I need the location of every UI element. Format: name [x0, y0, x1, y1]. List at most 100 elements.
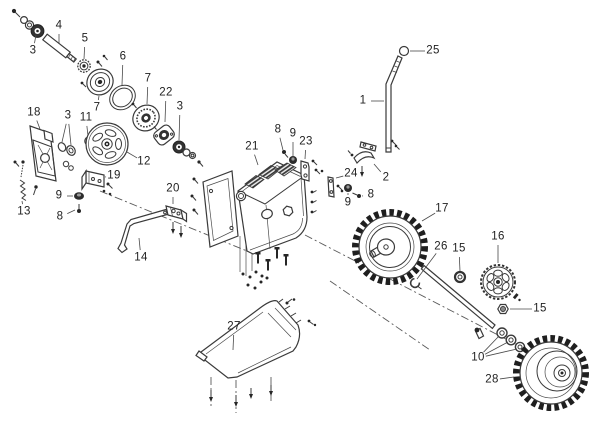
part-label-8-bolt-c: 8 — [274, 123, 282, 136]
leader-line-15-washer — [458, 256, 461, 272]
part-label-20-bracket: 20 — [166, 182, 180, 195]
bolt-8a — [77, 209, 81, 213]
part-label-1-rod: 1 — [359, 94, 367, 107]
part-label-7-pulley-b: 7 — [144, 72, 152, 85]
washer-15a — [453, 270, 467, 284]
leader-line-7-pulley-b — [146, 86, 149, 105]
part-label-27-shield: 27 — [227, 320, 241, 333]
part-label-8-bolt-l: 8 — [56, 210, 64, 223]
clip-26 — [409, 277, 421, 289]
bracket-23 — [300, 160, 310, 182]
part-label-3-washers: 3 — [64, 109, 72, 122]
part-label-17-wheel: 17 — [435, 202, 449, 215]
part-label-8-bolt-r: 8 — [367, 188, 375, 201]
part-label-5-gear: 5 — [81, 32, 89, 45]
key-pin — [512, 293, 519, 300]
wheel-17 — [352, 209, 428, 285]
part-label-6-ring: 6 — [119, 50, 127, 63]
leader-line-3-top-bearing — [34, 34, 37, 44]
leader-line-26-clip — [416, 253, 437, 280]
leader-line-28-wheel — [499, 376, 515, 380]
left-bracket-assembly — [13, 122, 129, 213]
part-label-4-shaft: 4 — [55, 19, 63, 32]
ring-6 — [109, 84, 136, 111]
leader-line-11-bushing — [86, 125, 89, 137]
leader-line-8-bolt-l — [67, 209, 76, 214]
mount-hardware — [282, 139, 400, 198]
part-label-21-housing: 21 — [245, 140, 259, 153]
leader-line-3-washers — [61, 123, 67, 143]
wheel-28 — [513, 335, 589, 411]
leader-line-8-bolt-c — [279, 137, 284, 151]
part-label-10-washers: 10 — [471, 351, 485, 364]
sprocket-16 — [480, 264, 516, 300]
bracket-20 — [165, 205, 188, 238]
leader-line-13-spring — [21, 200, 23, 205]
part-label-14-lever: 14 — [134, 251, 148, 264]
leader-line-22-flange — [164, 100, 167, 123]
flange-22 — [153, 124, 175, 146]
shield-panel-27 — [195, 298, 317, 413]
part-label-23-plate: 23 — [299, 135, 313, 148]
part-label-26-clip: 26 — [434, 240, 448, 253]
leader-line-6-ring — [121, 64, 124, 86]
part-label-28-wheel: 28 — [485, 373, 499, 386]
part-label-22-flange: 22 — [159, 86, 173, 99]
leader-line-10-washers — [483, 335, 500, 353]
handle-bracket-2 — [353, 141, 377, 165]
leader-line-23-plate — [304, 149, 306, 160]
leader-line-21-housing — [254, 154, 259, 166]
part-label-3-bearing-b: 3 — [176, 100, 184, 113]
leader-line-7-pulley-a — [97, 95, 100, 101]
part-label-12-pulley: 12 — [137, 155, 151, 168]
part-label-24-strip: 24 — [344, 167, 358, 180]
leader-line-27-shield — [232, 334, 235, 351]
part-label-11-bushing: 11 — [79, 111, 93, 124]
part-label-18-bracket: 18 — [27, 106, 41, 119]
leader-line-24-strip — [335, 175, 344, 179]
side-plate — [202, 170, 239, 248]
pulley-7b — [132, 104, 160, 132]
bolt-8c — [357, 194, 361, 198]
leader-lines — [21, 34, 532, 380]
clutch-rod-1 — [385, 45, 410, 153]
bracket-19 — [81, 169, 105, 191]
spring-13 — [19, 179, 27, 201]
axle-shaft — [420, 264, 496, 330]
part-label-16-sprocket: 16 — [491, 230, 505, 243]
shift-lever-14 — [117, 208, 170, 254]
leader-line-17-wheel — [421, 212, 436, 222]
knob-25 — [398, 45, 410, 57]
leader-line-12-pulley — [126, 151, 138, 159]
part-label-3-top-bearing: 3 — [29, 44, 37, 57]
leader-line-2-handle-bracket — [373, 163, 382, 173]
gearbox-housing-21 — [190, 161, 317, 290]
nut-15b — [497, 303, 509, 315]
part-label-15-washer: 15 — [452, 242, 466, 255]
part-label-25-knob: 25 — [426, 44, 440, 57]
housing-nuts — [241, 270, 269, 290]
part-label-19-bracket: 19 — [107, 169, 121, 182]
leader-line-18-bracket — [36, 120, 41, 130]
part-label-13-spring: 13 — [17, 205, 31, 218]
pulley-7a — [86, 68, 114, 96]
part-label-9-grommet-r: 9 — [344, 196, 352, 209]
input-shaft-assembly — [11, 8, 204, 167]
pulley-12 — [85, 122, 129, 166]
housing-bolts — [255, 247, 289, 271]
strip-24 — [327, 176, 335, 198]
bolt-8b — [282, 150, 286, 154]
part-label-15-nut: 15 — [533, 302, 547, 315]
part-label-9-grommet-l: 9 — [55, 189, 63, 202]
washers-10 — [496, 327, 526, 353]
axle-assembly — [409, 264, 526, 353]
leader-line-5-gear — [83, 46, 86, 60]
leader-line-10-washers — [484, 341, 509, 355]
part-label-2-handle-bracket: 2 — [382, 171, 390, 184]
leader-line-3-washers — [68, 123, 72, 146]
shaft-4 — [41, 33, 72, 59]
part-label-7-pulley-a: 7 — [93, 101, 101, 114]
leader-line-14-lever — [138, 237, 141, 251]
